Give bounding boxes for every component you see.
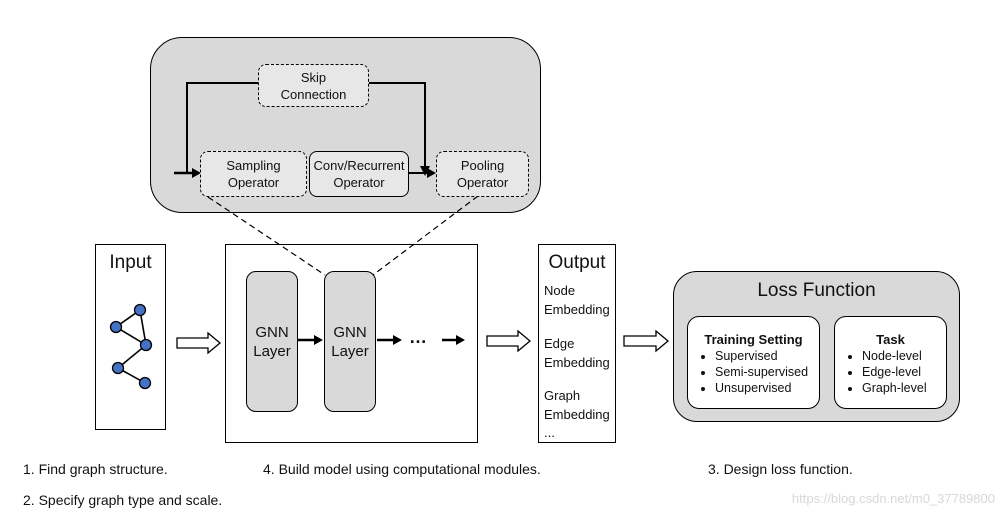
training-item: Semi-supervised <box>715 364 808 380</box>
loss-function-title: Loss Function <box>757 280 876 301</box>
task-item: Graph-level <box>862 380 927 396</box>
skip-connection-box: Skip Connection <box>258 64 369 107</box>
gnn-layer-2: GNN Layer <box>324 271 376 412</box>
panel-input-arrowhead <box>192 168 201 178</box>
model-to-output-arrow <box>486 329 532 353</box>
zoom-line-left <box>207 196 326 276</box>
caption-step3: 3. Design loss function. <box>708 461 853 477</box>
sampling-operator-box: Sampling Operator <box>200 151 307 197</box>
watermark: https://blog.csdn.net/m0_37789800 <box>791 491 995 506</box>
task-item: Node-level <box>862 348 927 364</box>
pooling-operator-box: Pooling Operator <box>436 151 529 197</box>
conv-to-pooling-arrowhead <box>427 168 436 178</box>
input-to-model-arrow <box>176 331 222 355</box>
skip-connection-line <box>186 82 258 173</box>
output-ellipsis: ... <box>544 425 555 440</box>
layer-arrowhead-3 <box>456 335 465 345</box>
task-item: Edge-level <box>862 364 927 380</box>
output-item-edge: Edge Embedding <box>544 336 610 370</box>
caption-step2: 2. Specify graph type and scale. <box>23 492 223 508</box>
caption-step1: 1. Find graph structure. <box>23 461 168 477</box>
training-item: Supervised <box>715 348 808 364</box>
layer-ellipsis: … <box>409 327 427 347</box>
input-title: Input <box>109 252 152 273</box>
training-item: Unsupervised <box>715 380 808 396</box>
input-box <box>95 244 166 430</box>
skip-connection-return-line <box>369 82 426 168</box>
output-box <box>538 244 616 443</box>
output-item-node: Node Embedding <box>544 283 610 317</box>
layer-arrowhead <box>314 335 323 345</box>
zoom-line-right <box>372 195 479 276</box>
caption-step4: 4. Build model using computational modul… <box>263 461 541 477</box>
task-box <box>834 316 947 409</box>
output-item-graph: Graph Embedding <box>544 388 610 422</box>
input-graph-nodes <box>109 303 153 390</box>
task-title: Task <box>876 332 905 347</box>
training-setting-title: Training Setting <box>704 332 803 347</box>
graph-node <box>139 338 153 352</box>
task-list: Node-level Edge-level Graph-level <box>844 348 927 396</box>
layer-arrowhead-2 <box>393 335 402 345</box>
output-title: Output <box>548 252 606 273</box>
conv-recurrent-operator-box: Conv/Recurrent Operator <box>309 151 409 197</box>
training-setting-box <box>687 316 820 409</box>
graph-node <box>133 303 147 317</box>
graph-node <box>138 376 152 390</box>
model-box <box>225 244 478 443</box>
graph-node <box>109 320 123 334</box>
output-to-loss-arrow <box>623 329 670 353</box>
graph-node <box>111 361 125 375</box>
gnn-layer-1: GNN Layer <box>246 271 298 412</box>
training-setting-list: Supervised Semi-supervised Unsupervised <box>697 348 808 396</box>
